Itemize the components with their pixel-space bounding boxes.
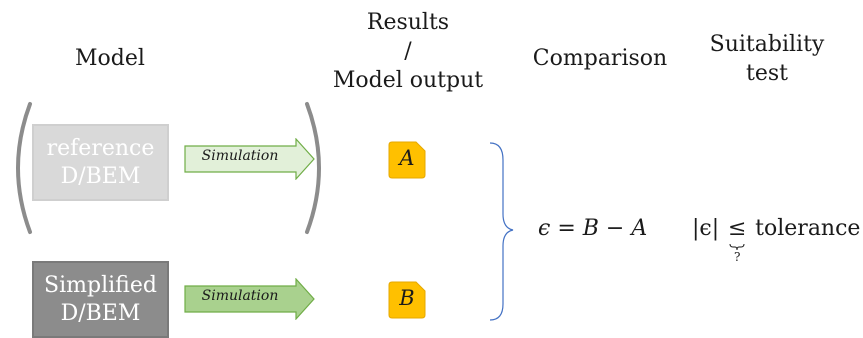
simulation-label-bottom: Simulation xyxy=(201,288,279,304)
results-header-line2: / xyxy=(404,39,412,64)
simulation-arrow-bottom: Simulation xyxy=(184,278,316,320)
comparison-formula: ϵ = B − A xyxy=(538,216,647,241)
abs-epsilon: |ϵ| xyxy=(692,216,720,241)
suitability-header: Suitability test xyxy=(692,30,842,88)
suitability-header-line1: Suitability xyxy=(709,32,825,57)
equals-sign: = xyxy=(550,216,583,241)
formula-a: A xyxy=(631,216,648,241)
results-header-line3: Model output xyxy=(332,68,484,93)
output-document-a: A xyxy=(388,141,426,179)
reference-box-line1: reference xyxy=(46,135,155,161)
simulation-arrow-top: Simulation xyxy=(184,138,316,180)
suitability-header-line2: test xyxy=(746,61,788,86)
less-equal-sign: ≤ xyxy=(727,216,747,241)
output-document-b: B xyxy=(388,281,426,319)
results-header: Results / Model output xyxy=(318,8,498,95)
simplified-model-box: Simplified D/BEM xyxy=(32,261,169,338)
formula-b: B xyxy=(582,216,599,241)
suitability-formula: |ϵ| ≤ ? tolerance xyxy=(692,216,861,264)
simulation-label-top: Simulation xyxy=(201,148,279,164)
question-mark: ? xyxy=(733,250,741,264)
simplified-box-line2: D/BEM xyxy=(60,300,141,326)
tolerance-text: tolerance xyxy=(755,216,861,241)
simplified-box-line1: Simplified xyxy=(44,272,157,298)
grouping-brace xyxy=(489,142,514,321)
comparison-header: Comparison xyxy=(532,46,668,71)
reference-box-line2: D/BEM xyxy=(60,163,141,189)
minus-sign: − xyxy=(598,216,632,241)
epsilon-symbol: ϵ xyxy=(538,216,551,241)
right-parenthesis xyxy=(305,102,321,234)
left-parenthesis xyxy=(16,102,32,234)
output-a-label: A xyxy=(399,146,415,170)
reference-model-box: reference D/BEM xyxy=(32,124,169,201)
relation-group: ≤ ? xyxy=(726,216,748,264)
results-header-line1: Results xyxy=(366,10,450,35)
output-b-label: B xyxy=(399,286,415,310)
model-header: Model xyxy=(75,46,145,71)
underbrace-icon xyxy=(729,243,745,251)
